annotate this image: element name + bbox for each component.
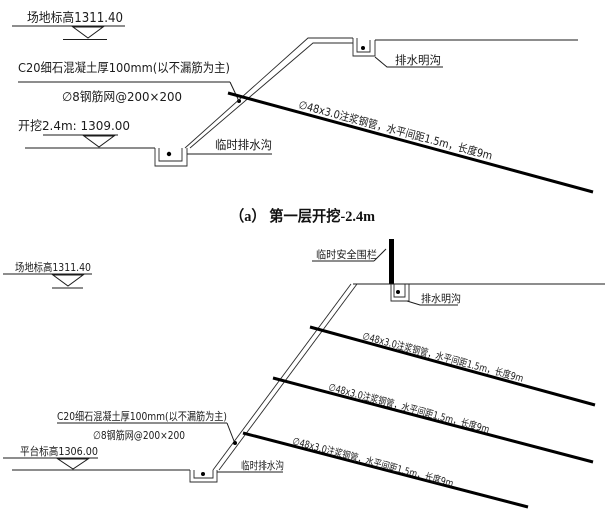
temp-ditch — [154, 148, 272, 167]
slope-face — [184, 37, 353, 149]
grout-pipe — [227, 91, 594, 194]
level-symbol-platform — [3, 457, 98, 470]
open-drain-box — [352, 38, 443, 68]
rebar-mesh-note-2: ∅8钢筋网@200×200 — [93, 428, 185, 442]
grout-pipe-note-2: ∅48x3.0注浆钢管，水平间距1.5m，长度9m — [327, 380, 491, 436]
temp-ditch-2 — [189, 470, 283, 483]
site-elevation-label-2: 场地标高1311.40 — [15, 260, 91, 274]
slope-face-2 — [212, 283, 358, 471]
grout-pipe-2 — [272, 376, 594, 464]
grout-pipe-note: ∅48x3.0注浆钢管，水平间距1.5m，长度9m — [297, 97, 494, 162]
open-drain-label-2: 排水明沟 — [421, 292, 461, 305]
grout-pipe-note-3: ∅48x3.0注浆钢管，水平间距1.5m，长度9m — [291, 434, 455, 490]
caption-first-layer: （a） 第一层开挖-2.4m — [230, 207, 375, 225]
diagram-second-layer: 场地标高1311.40 临时安全围栏 排水明沟 ∅48x3.0注浆钢管，水平间距… — [3, 239, 605, 509]
diagram-first-layer: 场地标高1311.40 C20细石混凝土厚100mm(以不漏筋为主) ∅8钢筋网… — [12, 10, 594, 225]
temp-ditch-label-2: 临时排水沟 — [241, 459, 284, 472]
level-symbol-site-top — [12, 25, 125, 40]
safety-fence-label: 临时安全围栏 — [316, 248, 377, 261]
platform-elevation-label: 平台标高1306.00 — [20, 444, 98, 458]
open-drain-label: 排水明沟 — [395, 53, 441, 67]
site-elevation-label: 场地标高1311.40 — [27, 10, 123, 26]
open-drain-box-2 — [390, 284, 458, 306]
level-symbol-site-bottom — [3, 273, 92, 289]
safety-fence-leader — [312, 248, 387, 262]
shotcrete-note-2: C20细石混凝土厚100mm(以不漏筋为主) — [57, 409, 227, 423]
rebar-mesh-note: ∅8钢筋网@200×200 — [62, 89, 182, 104]
safety-fence-bar — [389, 239, 394, 284]
grout-pipe-3 — [242, 431, 529, 509]
grout-pipe-1 — [309, 325, 596, 407]
temp-ditch-label: 临时排水沟 — [215, 138, 272, 152]
grout-pipe-note-1: ∅48x3.0注浆钢管，水平间距1.5m，长度9m — [361, 329, 525, 385]
level-symbol-excavation — [43, 134, 118, 148]
excavation-level-label: 开挖2.4m: 1309.00 — [18, 118, 130, 133]
shotcrete-note: C20细石混凝土厚100mm(以不漏筋为主) — [18, 60, 230, 75]
shotcrete-leader-2 — [57, 422, 237, 445]
